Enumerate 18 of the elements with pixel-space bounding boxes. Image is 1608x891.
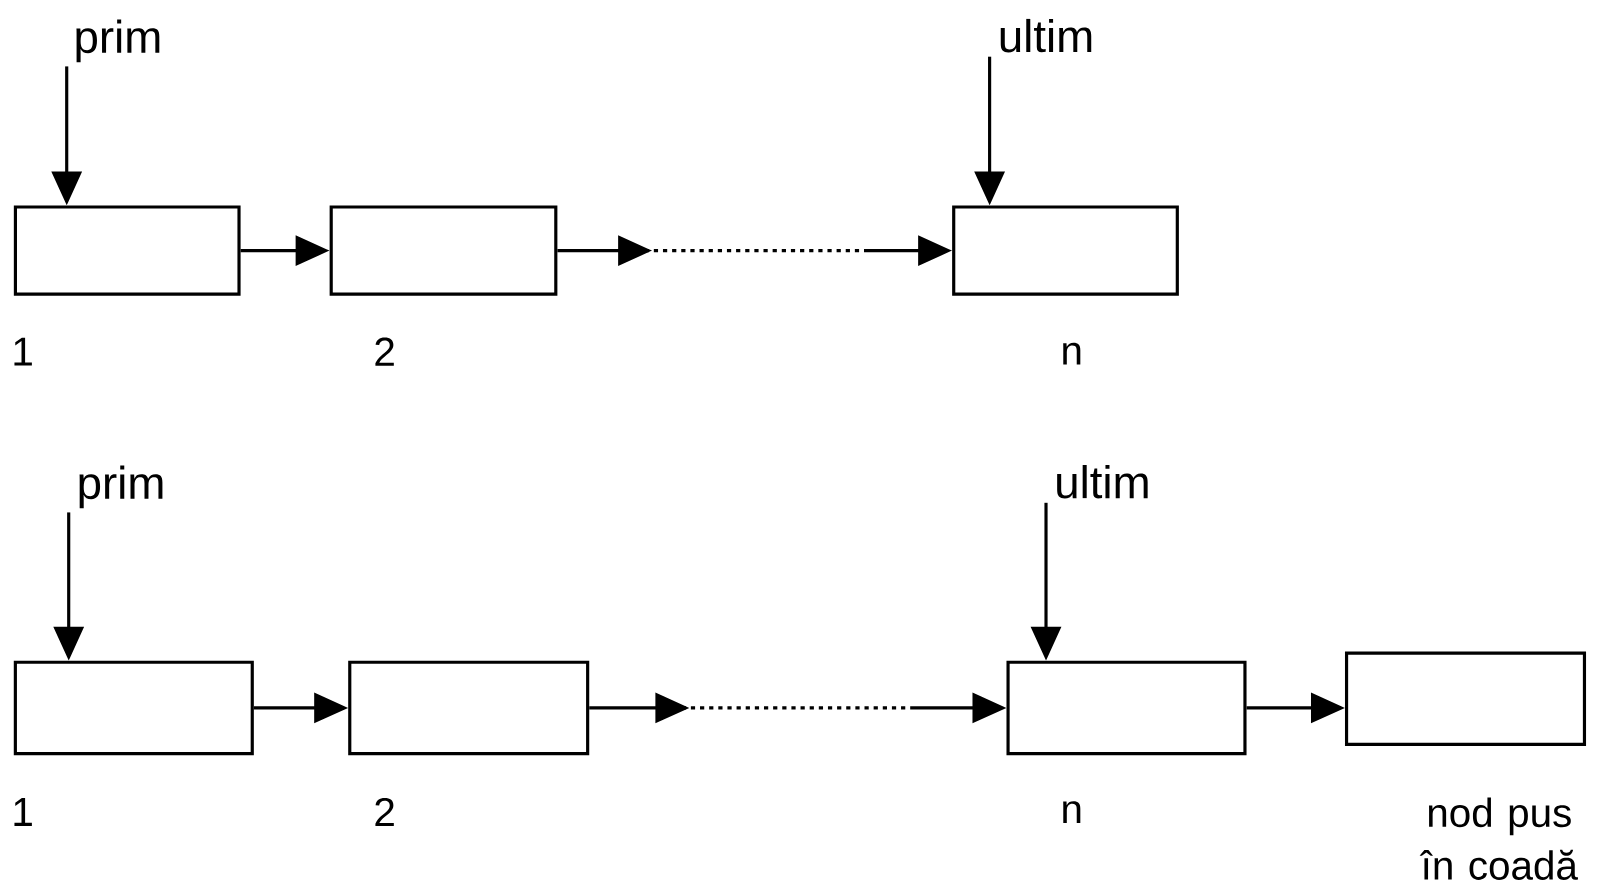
node-caption: 1: [14, 798, 32, 826]
list-node-box: [329, 205, 558, 296]
list-node-box: [1006, 660, 1247, 756]
node-caption: n: [1063, 342, 1081, 365]
node-caption: 1: [14, 337, 32, 366]
list-node-box: [1345, 651, 1587, 746]
list-node-box: [13, 660, 254, 756]
list-node-box: [13, 205, 241, 296]
node-caption: 2: [375, 337, 394, 366]
node-caption: 2: [375, 797, 394, 827]
list-node-box: [348, 660, 590, 756]
pointer-label: ultim: [1057, 465, 1148, 499]
node-caption: n: [1063, 801, 1081, 823]
pointer-label: prim: [76, 19, 160, 63]
pointer-label: prim: [79, 465, 163, 509]
pointer-label: ultim: [1000, 18, 1092, 53]
list-node-box: [952, 205, 1179, 296]
node-caption: nod pus în coadă: [1419, 797, 1578, 880]
